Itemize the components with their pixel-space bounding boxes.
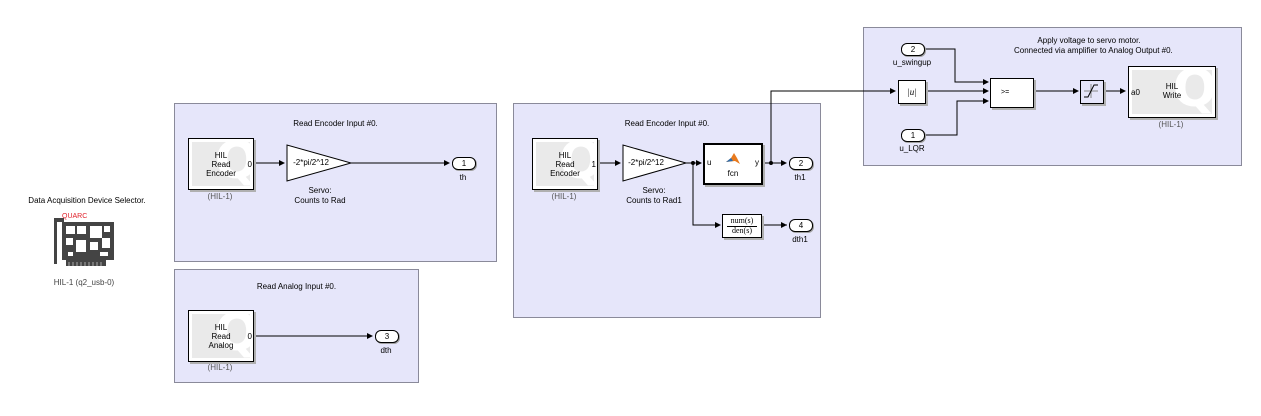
hil-label: Encoder	[550, 169, 580, 178]
gain-caption: Servo:	[308, 186, 332, 195]
fcn-output-port: y	[755, 158, 759, 167]
fcn-input-port: u	[707, 158, 712, 167]
area-title: Read Analog Input #0.	[256, 282, 337, 291]
hil-read-encoder-block[interactable]: Q HIL Read Encoder 1	[532, 138, 598, 190]
switch-threshold-label: >=	[1001, 89, 1010, 96]
outport-th1[interactable]: 2	[789, 157, 813, 170]
hil-label: Read	[555, 160, 575, 169]
outport-label: dth	[380, 346, 392, 355]
outport-label: dth1	[792, 235, 808, 244]
tf-divider	[727, 226, 757, 227]
hil-caption: (HIL-1)	[1158, 120, 1184, 129]
gain-caption: Counts to Rad	[294, 196, 346, 205]
wire	[924, 98, 989, 136]
hil-label: HIL	[1165, 82, 1179, 91]
daq-board-icon[interactable]: QUARC	[52, 212, 118, 272]
outport-label: th	[459, 173, 467, 182]
abs-label: |u|	[907, 87, 917, 97]
gain-caption: Servo:	[642, 186, 666, 195]
hil-read-analog-block[interactable]: Q HIL Read Analog 0	[188, 310, 254, 362]
wire	[692, 163, 721, 228]
port-label: 1	[591, 160, 596, 169]
wire	[924, 48, 989, 85]
port-label: 0	[247, 332, 252, 341]
gain-value: -2*pi/2^12	[293, 158, 329, 167]
hil-label: Encoder	[206, 169, 236, 178]
branch-point	[769, 161, 773, 165]
hil-label: Write	[1162, 91, 1182, 100]
gain-value: -2*pi/2^12	[628, 158, 664, 167]
gain-caption: Counts to Rad1	[626, 196, 682, 205]
tf-numerator: num(s)	[730, 216, 754, 225]
matlab-function-block[interactable]: u y fcn	[703, 143, 763, 185]
inport-label: u_LQR	[899, 144, 925, 153]
area-title-line: Apply voltage to servo motor.	[1037, 36, 1141, 45]
quarc-q-icon: Q	[1172, 66, 1216, 118]
area-title: Read Encoder Input #0.	[624, 119, 710, 128]
hil-label: HIL	[558, 151, 572, 160]
area-title: Read Encoder Input #0.	[293, 119, 378, 128]
hil-label: Read	[211, 332, 231, 341]
outport-label: th1	[794, 173, 806, 182]
gain-block	[286, 144, 353, 182]
outport-dth[interactable]: 3	[375, 330, 399, 343]
outport-th[interactable]: 1	[452, 157, 476, 170]
hil-caption: (HIL-1)	[207, 363, 233, 372]
hil-label: Read	[211, 160, 231, 169]
quarc-q-icon: Q	[215, 139, 253, 189]
gain-block	[622, 144, 688, 182]
hil-read-encoder-block[interactable]: Q HIL Read Encoder 0	[188, 138, 254, 190]
quarc-q-icon: Q	[215, 311, 253, 361]
hil-write-block[interactable]: Q a0 HIL Write	[1128, 66, 1216, 118]
port-label: a0	[1131, 88, 1140, 97]
inport-label: u_swingup	[892, 58, 932, 67]
area-read-encoder-2: Read Encoder Input #0.	[513, 103, 821, 318]
branch-point	[691, 161, 695, 165]
transfer-function-block[interactable]: num(s) den(s)	[722, 214, 762, 238]
daq-caption: HIL-1 (q2_usb-0)	[53, 278, 115, 287]
hil-label: HIL	[214, 151, 228, 160]
hil-caption: (HIL-1)	[207, 192, 233, 201]
hil-label: Analog	[208, 341, 234, 350]
saturation-curve	[1084, 84, 1098, 98]
daq-title: Data Acquisition Device Selector.	[28, 196, 146, 205]
tf-denominator: den(s)	[732, 226, 752, 235]
inport-u-swingup[interactable]: 2	[901, 43, 925, 56]
matlab-icon	[726, 153, 740, 164]
abs-block[interactable]: |u|	[898, 80, 926, 104]
inport-u-lqr[interactable]: 1	[901, 129, 925, 142]
quarc-q-icon: Q	[559, 139, 597, 189]
switch-block[interactable]: >=	[990, 78, 1034, 108]
saturation-block[interactable]	[1080, 80, 1104, 104]
port-label: 0	[247, 160, 252, 169]
wire	[770, 88, 896, 163]
hil-label: HIL	[214, 323, 228, 332]
hil-caption: (HIL-1)	[551, 192, 577, 201]
daq-brand: QUARC	[62, 213, 88, 220]
fcn-label: fcn	[727, 169, 739, 178]
area-title-line: Connected via amplifier to Analog Output…	[1014, 46, 1173, 55]
outport-dth1[interactable]: 4	[789, 219, 813, 232]
